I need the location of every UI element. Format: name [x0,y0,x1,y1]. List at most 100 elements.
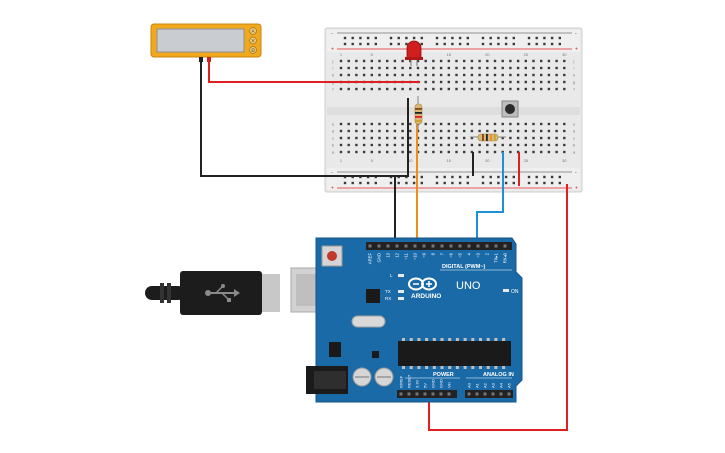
terminal-hole[interactable] [386,143,389,147]
digital-pin-hole[interactable] [467,244,471,248]
terminal-hole[interactable] [478,59,481,63]
terminal-hole[interactable] [478,150,481,154]
rail-hole[interactable] [543,181,546,185]
rail-hole[interactable] [359,42,362,46]
analog-pin-hole[interactable] [499,392,503,396]
rail-hole[interactable] [435,175,439,179]
rail-hole[interactable] [443,181,446,185]
terminal-hole[interactable] [378,143,381,147]
terminal-hole[interactable] [424,66,427,70]
terminal-hole[interactable] [547,80,551,84]
terminal-hole[interactable] [555,80,558,84]
terminal-hole[interactable] [386,136,389,140]
terminal-hole[interactable] [362,136,366,140]
terminal-hole[interactable] [378,129,381,133]
terminal-hole[interactable] [516,87,520,91]
terminal-hole[interactable] [509,73,512,77]
terminal-hole[interactable] [362,87,366,91]
terminal-hole[interactable] [516,73,520,77]
terminal-hole[interactable] [509,59,512,63]
terminal-hole[interactable] [493,73,497,77]
terminal-hole[interactable] [409,59,412,63]
terminal-hole[interactable] [378,150,381,154]
terminal-hole[interactable] [355,136,358,140]
wires[interactable] [200,62,568,431]
digital-pin-hole[interactable] [494,244,498,248]
terminal-hole[interactable] [540,122,543,126]
terminal-hole[interactable] [470,80,474,84]
rail-hole[interactable] [405,42,408,46]
rail-hole[interactable] [550,181,554,185]
rail-hole[interactable] [497,175,500,179]
rail-hole[interactable] [397,181,400,185]
terminal-hole[interactable] [524,129,527,133]
rail-hole[interactable] [512,36,515,40]
rail-hole[interactable] [558,36,561,40]
rail-hole[interactable] [543,175,546,179]
terminal-hole[interactable] [501,80,504,84]
terminal-hole[interactable] [424,150,427,154]
terminal-hole[interactable] [493,59,497,63]
terminal-hole[interactable] [547,150,551,154]
terminal-hole[interactable] [463,80,466,84]
terminal-hole[interactable] [524,66,527,70]
terminal-hole[interactable] [447,73,450,77]
terminal-hole[interactable] [486,143,489,147]
rail-hole[interactable] [389,181,393,185]
digital-pin-hole[interactable] [440,244,444,248]
terminal-hole[interactable] [439,129,443,133]
multimeter-button-v[interactable] [249,36,257,45]
rail-hole[interactable] [497,42,500,46]
terminal-hole[interactable] [540,66,543,70]
terminal-hole[interactable] [339,73,343,77]
terminal-hole[interactable] [386,59,389,63]
rail-hole[interactable] [420,36,423,40]
terminal-hole[interactable] [463,129,466,133]
rail-hole[interactable] [435,36,439,40]
digital-pin-hole[interactable] [503,244,507,248]
rail-hole[interactable] [443,36,446,40]
rail-hole[interactable] [504,42,508,46]
terminal-hole[interactable] [370,143,373,147]
terminal-hole[interactable] [563,73,566,77]
terminal-hole[interactable] [355,87,358,91]
terminal-hole[interactable] [393,66,397,70]
terminal-hole[interactable] [555,150,558,154]
rail-hole[interactable] [389,42,393,46]
rail-hole[interactable] [389,36,393,40]
terminal-hole[interactable] [547,122,551,126]
terminal-hole[interactable] [563,129,566,133]
rail-hole[interactable] [512,175,515,179]
rail-hole[interactable] [550,175,554,179]
terminal-hole[interactable] [463,150,466,154]
terminal-hole[interactable] [401,59,404,63]
terminal-hole[interactable] [470,136,474,140]
terminal-hole[interactable] [516,66,520,70]
rail-hole[interactable] [451,175,454,179]
rail-hole[interactable] [366,36,370,40]
terminal-hole[interactable] [439,66,443,70]
rail-hole[interactable] [481,42,485,46]
rail-hole[interactable] [550,42,554,46]
terminal-hole[interactable] [555,87,558,91]
terminal-hole[interactable] [347,129,350,133]
terminal-hole[interactable] [432,143,435,147]
terminal-hole[interactable] [447,66,450,70]
terminal-hole[interactable] [470,66,474,70]
rail-hole[interactable] [412,175,416,179]
terminal-hole[interactable] [524,73,527,77]
rail-hole[interactable] [451,181,454,185]
rail-hole[interactable] [397,36,400,40]
terminal-hole[interactable] [347,136,350,140]
terminal-hole[interactable] [393,87,397,91]
rail-hole[interactable] [481,36,485,40]
terminal-hole[interactable] [470,143,474,147]
power-pin-hole[interactable] [407,392,411,396]
terminal-hole[interactable] [401,87,404,91]
power-pin-hole[interactable] [431,392,435,396]
digital-pin-hole[interactable] [431,244,435,248]
terminal-hole[interactable] [409,73,412,77]
terminal-hole[interactable] [355,143,358,147]
terminal-hole[interactable] [555,129,558,133]
